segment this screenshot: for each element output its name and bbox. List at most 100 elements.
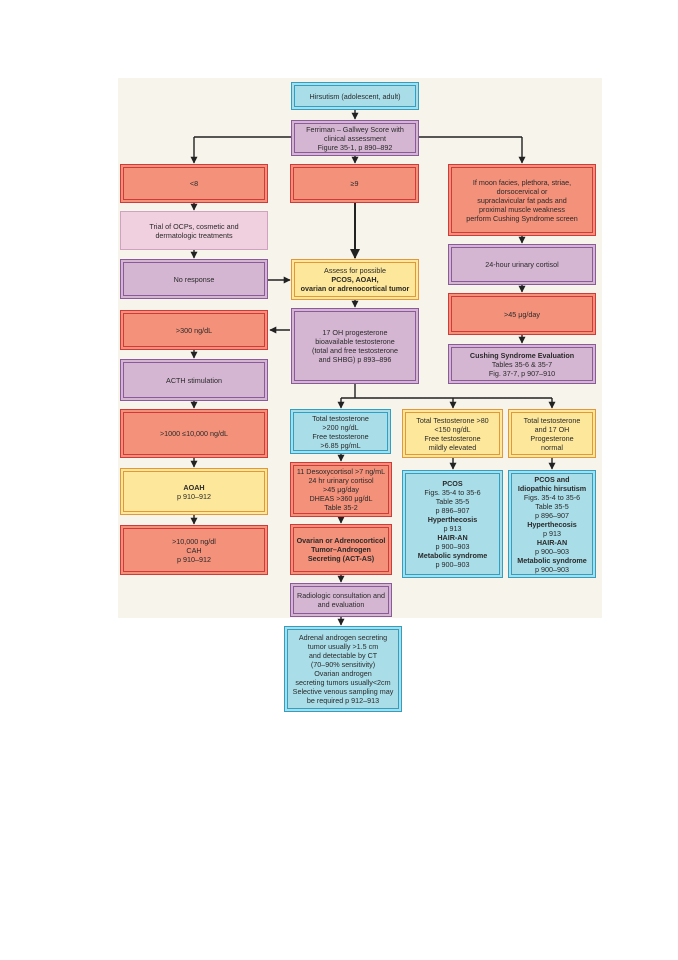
text-line: >1000 ≤10,000 ng/dL bbox=[159, 429, 229, 438]
node-score-lt8: <8 bbox=[120, 164, 268, 203]
text-line: No response bbox=[173, 274, 215, 284]
text-line: Cushing Syndrome Evaluation bbox=[469, 350, 575, 360]
text-line-bold: HAIR-AN bbox=[437, 533, 468, 542]
text-line: Figs. 35-4 to 35-6 bbox=[424, 488, 481, 497]
text-line: Tables 35-6 & 35-7 bbox=[491, 359, 553, 369]
text-line: p 900–903 bbox=[535, 546, 569, 556]
text-line: bioavailable testosterone bbox=[315, 337, 395, 346]
node-cushing-evaluation: Cushing Syndrome Evaluation Tables 35-6 … bbox=[448, 344, 596, 384]
text-line: CAH bbox=[186, 545, 202, 555]
text-line: Trial of OCPs, cosmetic and bbox=[149, 221, 239, 231]
text-line: secreting tumors usually<2cm bbox=[295, 678, 391, 687]
text-line: >300 ng/dL bbox=[175, 325, 213, 335]
text-line: Table 35-5 bbox=[535, 501, 569, 511]
text-line: 24 hr urinary cortisol bbox=[308, 476, 374, 485]
text-line: 17 OH progesterone bbox=[322, 328, 388, 337]
text-line: Adrenal androgen secreting bbox=[298, 633, 388, 642]
text-line: Table 35-5 bbox=[435, 497, 470, 506]
node-aoah: AOAH p 910–912 bbox=[120, 468, 268, 515]
text-line: p 900–903 bbox=[535, 564, 569, 574]
text-line: normal bbox=[541, 442, 563, 452]
text-line: ≥9 bbox=[350, 179, 359, 188]
node-gt300-ngdl: >300 ng/dL bbox=[120, 310, 268, 350]
node-1000-to-10000: >1000 ≤10,000 ng/dL bbox=[120, 409, 268, 458]
text-line: Selective venous sampling may bbox=[292, 687, 394, 696]
text-line: Assess for possible bbox=[324, 266, 386, 275]
node-moon-facies: If moon facies, plethora, striae,dorsoce… bbox=[448, 164, 596, 236]
text-line-bold: HAIR-AN bbox=[536, 537, 568, 547]
text-line: DHEAS >360 μg/dL bbox=[309, 494, 373, 503]
text-line: AOAH bbox=[183, 482, 205, 492]
aoah-pages: p 910–912 bbox=[177, 492, 211, 501]
text-line: and SHBG) p 893–896 bbox=[318, 355, 392, 364]
text-line: >200 ng/dL bbox=[322, 422, 359, 432]
text-line-bold: Hyperthecosis bbox=[527, 519, 577, 529]
text-line: mildly elevated bbox=[428, 442, 477, 452]
text-line: (70–90% sensitivity) bbox=[310, 660, 376, 669]
text-line: 24-hour urinary cortisol bbox=[485, 260, 559, 269]
text-line: p 896–907 bbox=[535, 510, 569, 520]
node-no-response: No response bbox=[120, 259, 268, 299]
text-line-bold: PCOS and bbox=[534, 474, 570, 484]
text-line: 11 Desoxycortisol >7 ng/mL bbox=[296, 467, 386, 476]
node-assess-possible: Assess for possible PCOS, AOAH,ovarian o… bbox=[291, 259, 419, 300]
text-line: Radiologic consultation and bbox=[297, 591, 385, 600]
node-score-ge9: ≥9 bbox=[290, 164, 419, 203]
text-line: Ovarian or Adrenocorticol bbox=[296, 536, 386, 545]
text-line: Total testosterone bbox=[523, 415, 581, 425]
text-line: Progesterone bbox=[530, 433, 574, 443]
text-line: Total testosterone bbox=[312, 413, 369, 423]
text-line: Figs. 35-4 to 35-6 bbox=[523, 492, 581, 502]
text-line: Fig. 37-7, p 907–910 bbox=[488, 368, 556, 378]
text-line: (total and free testosterone bbox=[312, 346, 398, 355]
text-line: clinical assessment bbox=[324, 133, 386, 143]
text-line: dermatologic treatments bbox=[155, 230, 233, 240]
cushing-heading: Cushing Syndrome Evaluation bbox=[470, 351, 574, 360]
text-line: tumor usually >1.5 cm bbox=[307, 642, 379, 651]
text-line: ovarian or adrenocortical tumor bbox=[300, 284, 410, 293]
text-line-bold: Hyperthecosis bbox=[427, 515, 478, 524]
text-line: p 913 bbox=[543, 528, 561, 538]
text-line: >45 μg/day bbox=[504, 309, 540, 319]
text-line: <150 ng/dL bbox=[434, 424, 471, 434]
text-line: PCOS, AOAH, bbox=[331, 275, 379, 284]
text-line-bold: Idiopathic hirsutism bbox=[517, 483, 587, 493]
text-line: p 900–903 bbox=[435, 542, 470, 551]
text-line-bold: PCOS bbox=[442, 479, 463, 488]
text-line: and detectable by CT bbox=[308, 651, 378, 660]
text-line: Total Testosterone >80 bbox=[416, 415, 489, 425]
text-line: Figure 35-1, p 890–892 bbox=[317, 142, 393, 152]
text-line: ACTH stimulation bbox=[166, 375, 222, 385]
text-line: Ferriman – Gallwey Score with bbox=[306, 124, 404, 134]
text-line: supraclavicular fat pads and bbox=[477, 195, 567, 205]
text-line: Free testosterone bbox=[312, 431, 369, 441]
text-line: p 900–903 bbox=[435, 560, 470, 569]
text-line: and 17 OH bbox=[534, 424, 570, 434]
text-line: be required p 912–913 bbox=[306, 696, 380, 705]
text-line: Table 35-2 bbox=[324, 503, 358, 512]
node-hirsutism: Hirsutism (adolescent, adult) bbox=[291, 82, 419, 110]
node-24h-urinary-cortisol: 24-hour urinary cortisol bbox=[448, 244, 596, 285]
text-line: >45 μg/day bbox=[323, 485, 359, 494]
text-line: <8 bbox=[189, 179, 199, 188]
text-line: Ovarian androgen bbox=[314, 669, 372, 678]
text-line: >10,000 ng/dl bbox=[172, 536, 216, 546]
text-line: p 913 bbox=[443, 524, 462, 533]
text-line: If moon facies, plethora, striae, bbox=[472, 177, 572, 187]
node-gt45-ugday: >45 μg/day bbox=[448, 293, 596, 335]
